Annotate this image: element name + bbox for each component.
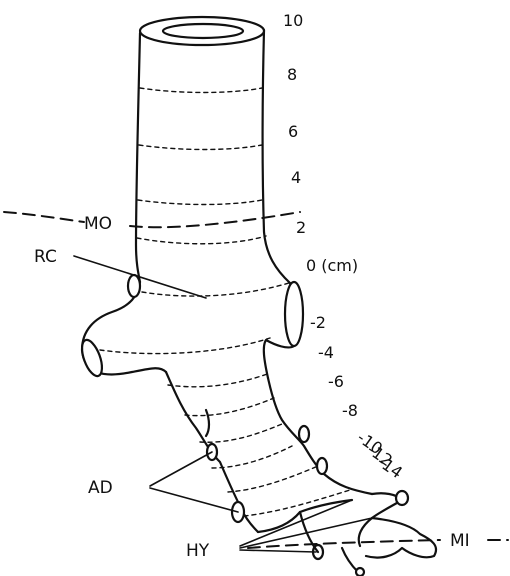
column-left-edge bbox=[136, 33, 140, 282]
middle-body bbox=[78, 275, 303, 379]
right-branch-1 bbox=[299, 426, 309, 442]
scale-tick-4: 4 bbox=[291, 168, 301, 187]
bottom-tip bbox=[356, 568, 364, 576]
left-lobe-opening bbox=[78, 337, 106, 378]
ad-leader-lower bbox=[150, 488, 238, 512]
mi-label: MI bbox=[450, 531, 470, 551]
top-opening-outer bbox=[140, 17, 264, 45]
ad-leader-upper bbox=[150, 452, 212, 486]
right-lobe-opening bbox=[285, 282, 303, 346]
mo-plane-right bbox=[130, 212, 300, 227]
scale-tick-10: 10 bbox=[283, 11, 303, 30]
rc-label: RC bbox=[34, 247, 57, 267]
hy-leader-lower bbox=[240, 550, 316, 552]
lower-tube bbox=[166, 372, 372, 532]
rc-branch-stub bbox=[128, 275, 140, 297]
mi-plane-left bbox=[248, 540, 440, 548]
hy-leader-upper bbox=[240, 500, 352, 546]
scale-tick-minus-2: -2 bbox=[310, 313, 326, 332]
mo-label: MO bbox=[84, 214, 112, 234]
lower-right-edge bbox=[268, 378, 372, 494]
scale-tick-minus-8: -8 bbox=[342, 401, 358, 420]
leader-lines bbox=[74, 256, 372, 552]
scale-tick-8: 8 bbox=[287, 65, 297, 84]
scale-tick-minus-4: -4 bbox=[318, 343, 334, 362]
hy-label: HY bbox=[186, 541, 210, 561]
cm-scale: 10 8 6 4 2 0 (cm) -2 -4 -6 -8 -10 -12 -1… bbox=[283, 11, 406, 482]
mi-branch-upper bbox=[396, 491, 408, 505]
scale-tick-6: 6 bbox=[288, 122, 298, 141]
scale-tick-2: 2 bbox=[296, 218, 306, 237]
right-branch-2 bbox=[317, 458, 327, 474]
scale-tick-0: 0 (cm) bbox=[306, 256, 358, 275]
scale-tick-minus-6: -6 bbox=[328, 372, 344, 391]
ad-label: AD bbox=[88, 478, 113, 498]
column-right-edge bbox=[263, 30, 291, 283]
terminal-branches bbox=[258, 491, 436, 576]
mo-plane-left bbox=[4, 212, 84, 222]
